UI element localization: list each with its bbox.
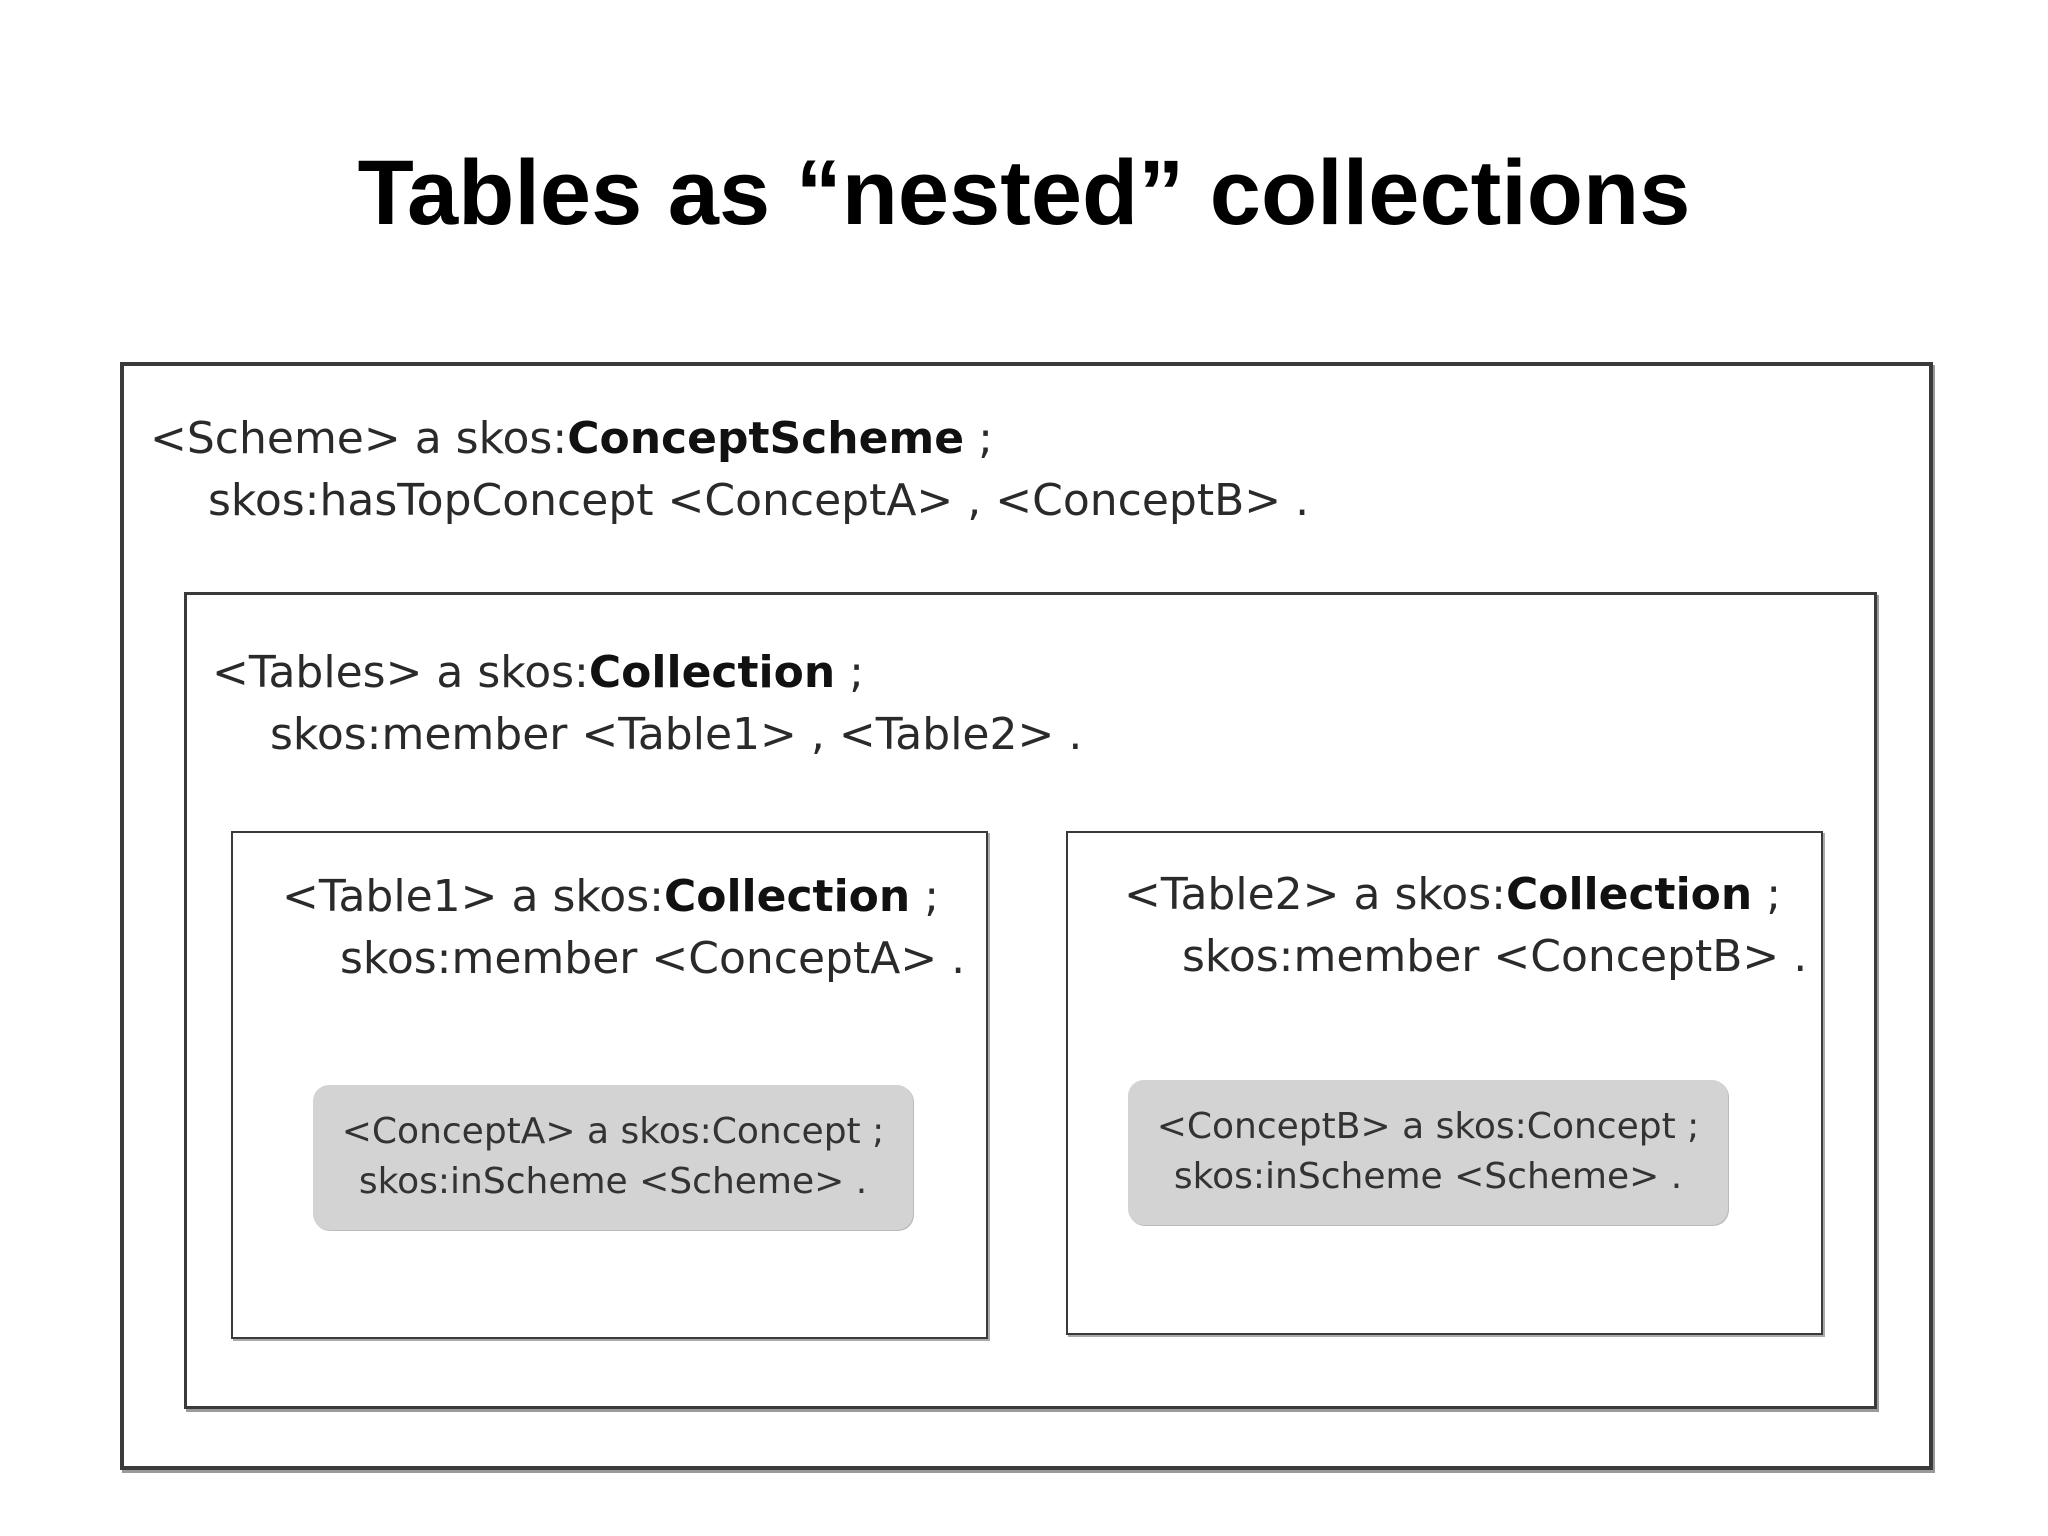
table2-subject: <Table2> a skos: xyxy=(1124,869,1506,920)
table1-type: Collection xyxy=(663,871,911,922)
table1-separator: ; xyxy=(910,871,940,922)
table2-type: Collection xyxy=(1505,869,1753,920)
scheme-statement: <Scheme> a skos:ConceptScheme ; skos:has… xyxy=(150,408,1309,532)
scheme-statement-line-1: <Scheme> a skos:ConceptScheme ; xyxy=(150,408,1309,470)
concept-b-line-2: skos:inScheme <Scheme> . xyxy=(1173,1156,1683,1197)
table1-statement-line-1: <Table1> a skos:Collection ; xyxy=(282,866,965,928)
concept-a-line-1: <ConceptA> a skos:Concept ; xyxy=(341,1111,885,1152)
table2-statement-line-2: skos:member <ConceptB> . xyxy=(1182,931,1808,982)
tables-separator: ; xyxy=(835,647,864,698)
table1-subject: <Table1> a skos: xyxy=(282,871,664,922)
tables-statement-line-1: <Tables> a skos:Collection ; xyxy=(212,642,1082,704)
concept-a-box: <ConceptA> a skos:Concept ; skos:inSchem… xyxy=(313,1085,913,1230)
table1-statement-line-2: skos:member <ConceptA> . xyxy=(340,933,966,984)
table2-statement-line-1: <Table2> a skos:Collection ; xyxy=(1124,864,1807,926)
table2-statement: <Table2> a skos:Collection ; skos:member… xyxy=(1124,864,1807,988)
table2-separator: ; xyxy=(1752,869,1782,920)
table1-statement: <Table1> a skos:Collection ; skos:member… xyxy=(282,866,965,990)
slide-title: Tables as “nested” collections xyxy=(357,142,1691,244)
concept-b-box: <ConceptB> a skos:Concept ; skos:inSchem… xyxy=(1128,1080,1728,1225)
scheme-statement-line-2: skos:hasTopConcept <ConceptA> , <Concept… xyxy=(208,475,1310,526)
tables-subject: <Tables> a skos: xyxy=(212,647,589,698)
scheme-separator: ; xyxy=(964,413,993,464)
tables-type: Collection xyxy=(588,647,836,698)
tables-statement-line-2: skos:member <Table1> , <Table2> . xyxy=(270,709,1083,760)
scheme-type: ConceptScheme xyxy=(567,413,965,464)
tables-statement: <Tables> a skos:Collection ; skos:member… xyxy=(212,642,1082,766)
concept-a-line-2: skos:inScheme <Scheme> . xyxy=(358,1161,868,1202)
scheme-subject: <Scheme> a skos: xyxy=(150,413,568,464)
concept-b-line-1: <ConceptB> a skos:Concept ; xyxy=(1156,1106,1700,1147)
